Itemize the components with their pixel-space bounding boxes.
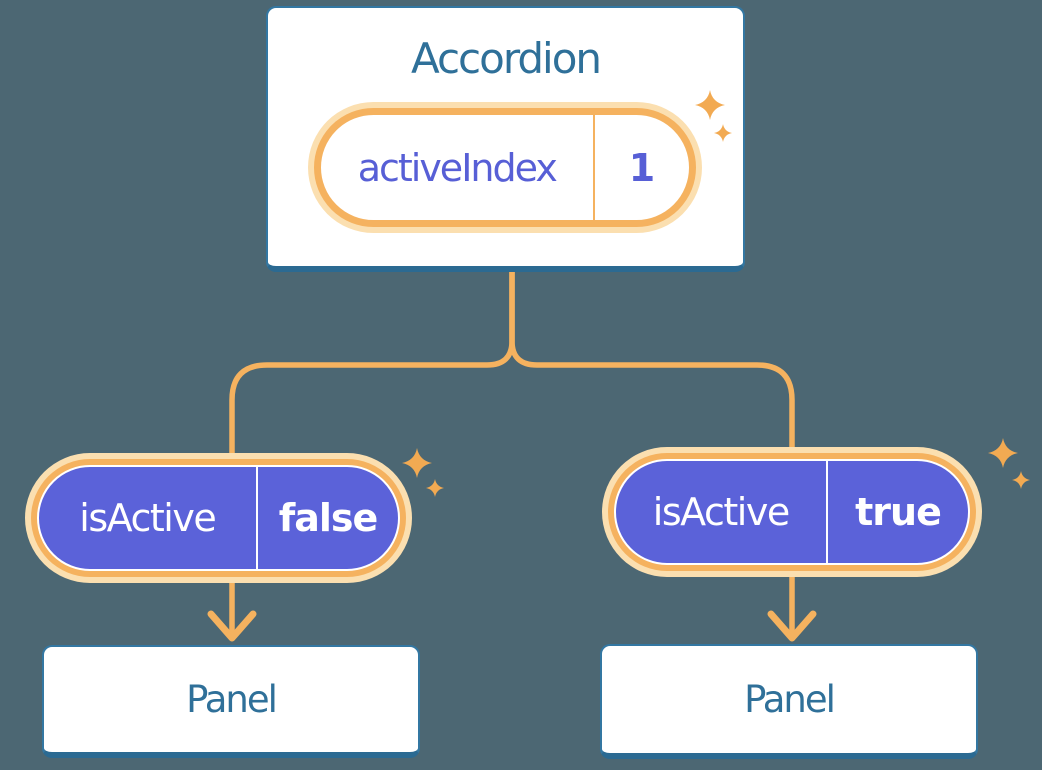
prop-pill-isactive-false: isActive false <box>25 453 412 583</box>
prop-name: isActive <box>79 496 216 540</box>
prop-pill-ring: isActive true <box>608 453 976 571</box>
sparkle-icon <box>714 124 732 142</box>
pill-divider <box>255 467 258 569</box>
sparkle-icon <box>402 448 432 478</box>
prop-value: true <box>855 490 942 534</box>
sparkle-icon <box>695 90 725 120</box>
prop-pill-ring: isActive false <box>31 459 406 577</box>
state-pill-body: activeIndex 1 <box>314 108 696 227</box>
arrow-down-icon <box>207 610 257 642</box>
prop-pill-isactive-true: isActive true <box>602 447 982 577</box>
accordion-title: Accordion <box>410 34 602 83</box>
state-name: activeIndex <box>357 145 558 190</box>
prop-pill-body: isActive true <box>614 459 970 565</box>
panel-component-card-left: Panel <box>42 645 420 758</box>
prop-pill-body: isActive false <box>37 465 400 571</box>
sparkle-icon <box>1012 471 1030 489</box>
pill-divider <box>592 115 595 220</box>
panel-title: Panel <box>186 678 278 721</box>
sparkle-icon <box>426 479 444 497</box>
state-value: 1 <box>628 145 656 190</box>
panel-title: Panel <box>744 678 836 721</box>
panel-component-card-right: Panel <box>600 644 978 759</box>
sparkle-icon <box>988 438 1018 468</box>
prop-value: false <box>278 496 379 540</box>
arrow-down-icon <box>767 610 817 642</box>
prop-name: isActive <box>652 490 790 534</box>
pill-divider <box>825 461 828 563</box>
branch-line-right <box>509 269 795 637</box>
state-pill-activeindex: activeIndex 1 <box>308 102 702 233</box>
